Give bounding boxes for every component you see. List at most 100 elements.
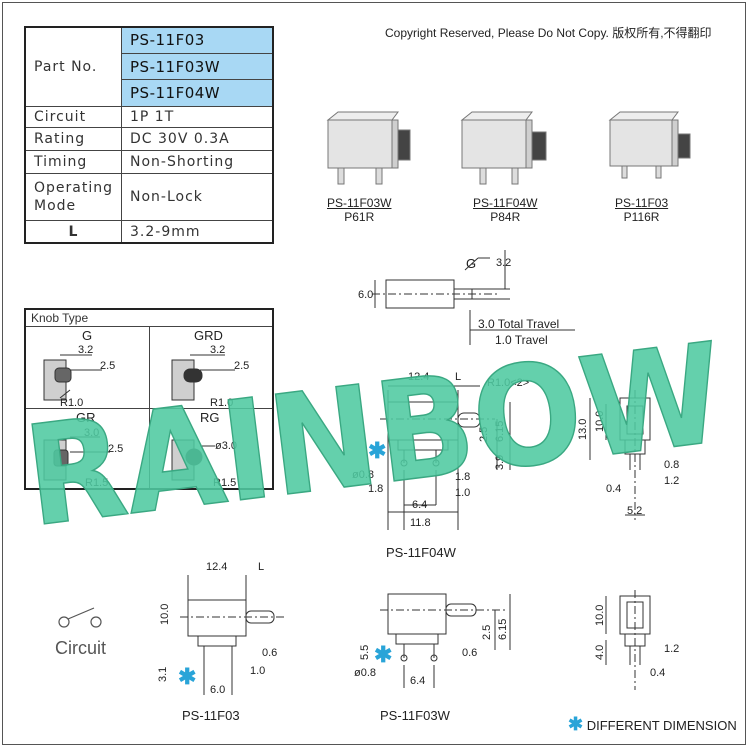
knob-g-dim-2: 2.5 <box>100 360 115 372</box>
knob-rg-drawing <box>171 439 215 481</box>
product-caption-2: PS-11F04W P84R <box>473 196 537 224</box>
spec-value-rating: DC 30V 0.3A <box>121 127 274 151</box>
knob-gr-drawing <box>43 436 110 481</box>
product-code-p116r: P116R <box>623 210 660 224</box>
knob-g-dim-3: R1.0 <box>60 397 83 409</box>
top-view-drawing <box>372 250 575 345</box>
svg-text:R1.0<2>: R1.0<2> <box>487 377 529 389</box>
svg-text:2.5: 2.5 <box>481 625 493 640</box>
different-dimension-star-1: ✱ <box>368 438 386 463</box>
knob-gr-dim-1: 3.0 <box>84 427 99 439</box>
product-name-ps-11f03: PS-11F03 <box>615 196 669 210</box>
svg-text:11.8: 11.8 <box>410 517 431 529</box>
total-travel-label: 3.0 Total Travel <box>478 317 559 331</box>
different-dimension-legend: ✱ DIFFERENT DIMENSION <box>568 714 737 735</box>
spec-value-l: 3.2-9mm <box>121 220 274 244</box>
svg-text:5.2: 5.2 <box>627 505 642 517</box>
knob-grd-dim-3: R1.0 <box>210 397 233 409</box>
knob-name-rg: RG <box>200 410 220 425</box>
asterisk-icon: ✱ <box>568 714 584 734</box>
svg-text:10.0: 10.0 <box>159 604 171 625</box>
f03-caption: PS-11F03 <box>182 708 240 723</box>
part-number-1: PS-11F03 <box>121 26 274 54</box>
part-number-3: PS-11F04W <box>121 79 274 107</box>
f03-drawing <box>180 575 285 695</box>
svg-text:1.2: 1.2 <box>664 475 679 487</box>
svg-text:L: L <box>258 561 264 573</box>
knob-rg-dim-2: R1.5 <box>213 477 236 489</box>
f03w-dimensions: 5.5 ø0.8 2.5 6.15 0.6 6.4 <box>354 619 509 687</box>
svg-text:3.1: 3.1 <box>157 667 169 682</box>
different-dimension-star-2: ✱ <box>178 664 196 689</box>
product-image-ps-11f03w <box>326 111 411 185</box>
svg-text:1.8: 1.8 <box>368 483 383 495</box>
knob-grd-dim-2: 2.5 <box>234 360 249 372</box>
svg-text:0.6: 0.6 <box>462 647 477 659</box>
knob-name-gr: GR <box>76 410 96 425</box>
travel-label: 1.0 Travel <box>495 333 548 347</box>
knob-rg-dim-1: ø3.0 <box>215 440 237 452</box>
product-name-ps-11f03w: PS-11F03W <box>327 196 392 210</box>
circuit-label: Circuit <box>55 638 107 658</box>
svg-text:2.5: 2.5 <box>478 427 490 442</box>
spec-table: Part No. PS-11F03 PS-11F03W PS-11F04W Ci… <box>24 26 274 244</box>
knob-g-dim-1: 3.2 <box>78 344 93 356</box>
product-code-p61r: P61R <box>344 210 375 224</box>
knob-grd-dim-1: 3.2 <box>210 344 225 356</box>
svg-text:12.4: 12.4 <box>408 371 429 383</box>
f04w-drawing <box>380 385 511 530</box>
product-code-p84r: P84R <box>490 210 521 224</box>
different-dimension-star-3: ✱ <box>374 642 392 667</box>
svg-text:0.6: 0.6 <box>262 647 277 659</box>
svg-text:6.0: 6.0 <box>210 684 225 696</box>
svg-text:3.9: 3.9 <box>494 455 506 470</box>
svg-text:0.8: 0.8 <box>664 459 679 471</box>
f03w-drawing <box>380 593 511 688</box>
knob-type-title: Knob Type <box>31 311 89 325</box>
svg-text:1.0: 1.0 <box>455 487 470 499</box>
knob-name-grd: GRD <box>194 328 223 343</box>
side-view-bottom-drawing <box>605 590 651 690</box>
side-view-top-drawing <box>589 390 651 520</box>
side-top-dimensions: 13.0 10.0 0.8 0.4 1.2 5.2 <box>577 411 679 517</box>
product-image-ps-11f04w <box>460 111 547 185</box>
svg-text:1.0: 1.0 <box>250 665 265 677</box>
spec-value-timing: Non-Shorting <box>121 149 274 175</box>
svg-text:0.4: 0.4 <box>606 483 621 495</box>
spec-label-operating-mode: Operating Mode <box>24 173 122 222</box>
svg-text:1.2: 1.2 <box>664 643 679 655</box>
product-image-ps-11f03 <box>608 111 691 179</box>
svg-text:6.4: 6.4 <box>412 499 427 511</box>
spec-value-circuit: 1P 1T <box>121 105 274 129</box>
knob-name-g: G <box>82 328 93 343</box>
spec-label-rating: Rating <box>24 127 122 151</box>
spec-label-l: L <box>24 220 122 244</box>
svg-text:0.4: 0.4 <box>650 667 665 679</box>
svg-text:6.15: 6.15 <box>497 619 509 640</box>
top-view-dim-3-2: 3.2 <box>496 257 511 269</box>
f04w-caption: PS-11F04W <box>386 545 456 560</box>
legend-text: DIFFERENT DIMENSION <box>586 718 737 733</box>
knob-type-table: Knob Type G GRD GR RG <box>24 308 274 490</box>
part-number-2: PS-11F03W <box>121 52 274 81</box>
product-caption-3: PS-11F03 P116R <box>615 196 668 224</box>
knob-grd-drawing <box>171 354 235 401</box>
svg-text:ø0.8: ø0.8 <box>354 667 376 679</box>
svg-text:5.5: 5.5 <box>359 645 371 660</box>
svg-text:10.0: 10.0 <box>594 605 606 626</box>
circuit-symbol <box>58 607 102 628</box>
svg-text:6.4: 6.4 <box>410 675 425 687</box>
svg-text:1.8: 1.8 <box>455 471 470 483</box>
product-name-ps-11f04w: PS-11F04W <box>473 196 538 210</box>
f03-dimensions: 12.4 L 10.0 0.6 1.0 3.1 6.0 <box>157 561 277 696</box>
svg-text:6.15: 6.15 <box>494 421 506 442</box>
knob-gr-dim-2: 2.5 <box>108 443 123 455</box>
copyright-notice: Copyright Reserved, Please Do Not Copy. … <box>385 26 712 40</box>
top-view-g-label: G <box>466 256 476 271</box>
top-view-dim-6: 6.0 <box>358 289 373 301</box>
f04w-dimensions: 12.4 L R1.0<2> 2.5 6.15 3.9 ø0.8 1.8 1.8… <box>352 371 529 529</box>
knob-gr-dim-3: R1.5 <box>85 477 108 489</box>
spec-value-operating-mode: Non-Lock <box>121 173 274 222</box>
